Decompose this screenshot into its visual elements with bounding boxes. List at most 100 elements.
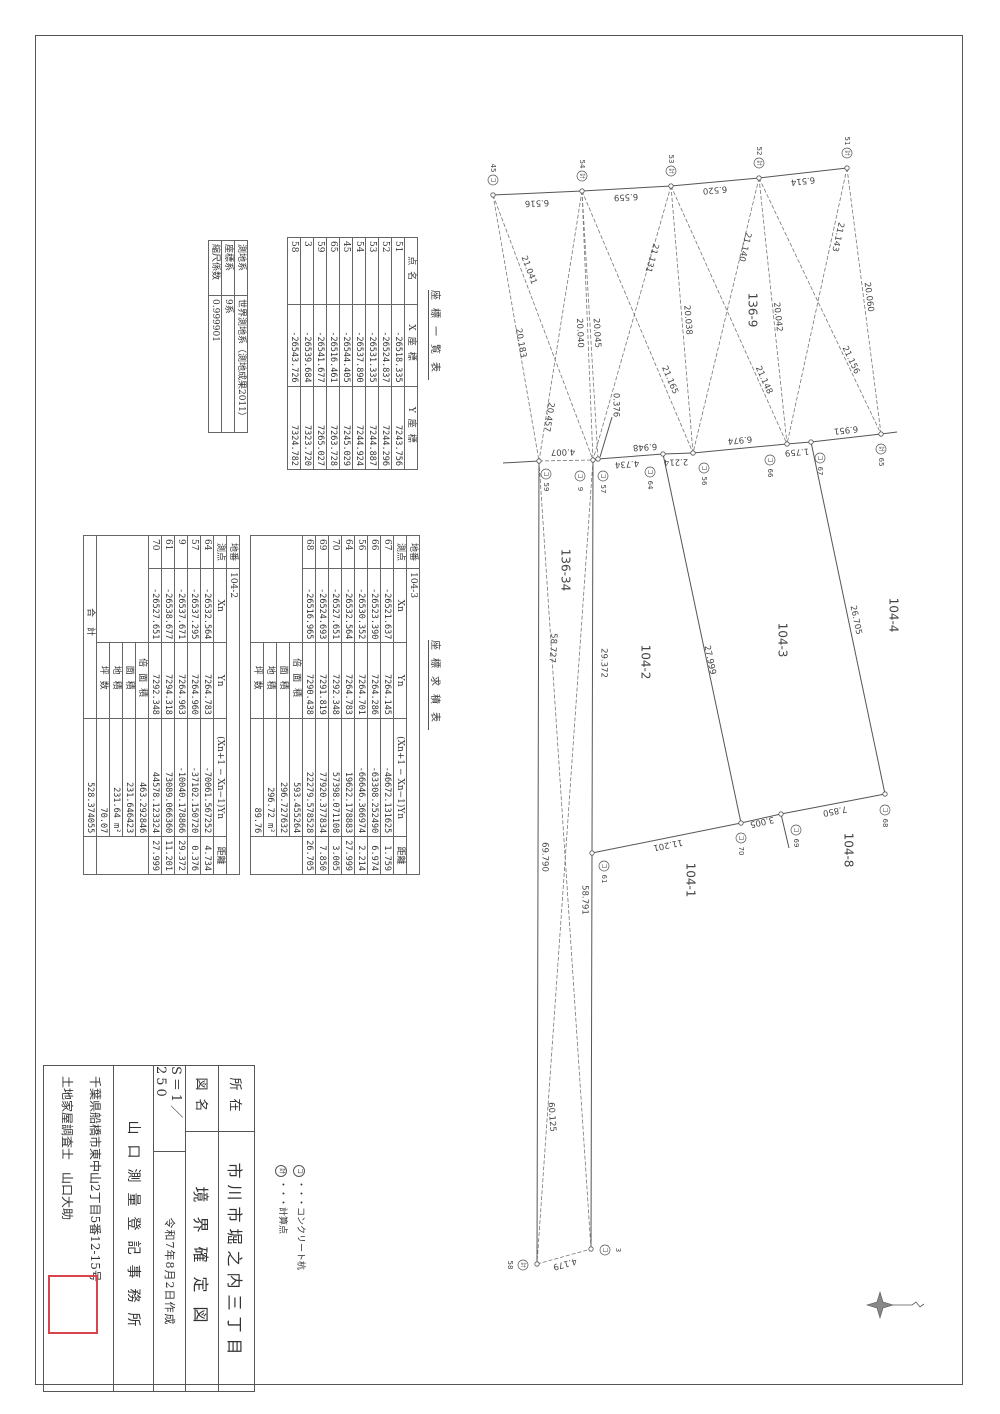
survey-point [590, 457, 596, 463]
north-arrow-icon [865, 1290, 895, 1320]
survey-point [784, 441, 790, 447]
distance-label: 6.559 [614, 191, 639, 202]
survey-point [882, 791, 888, 797]
survey-point [756, 175, 762, 181]
distance-label: 60.125 [546, 1102, 558, 1132]
distance-label: 21.148 [753, 365, 774, 396]
survey-point [668, 183, 674, 189]
distance-label: 6.516 [525, 197, 550, 208]
marker-glyph: コ [600, 473, 607, 479]
tie-line [758, 177, 882, 435]
distance-label: 20.042 [771, 302, 784, 333]
survey-point [490, 192, 496, 198]
marker-glyph: 計 [878, 446, 886, 452]
boundary-line [591, 822, 742, 854]
concrete-marker-icon [487, 174, 499, 186]
boundary-line [590, 852, 593, 1250]
distance-label: 3.005 [749, 814, 775, 829]
survey-point [778, 811, 784, 817]
concrete-marker-icon [879, 804, 891, 816]
concrete-marker-icon [599, 1244, 611, 1256]
parcel-label: 136-34 [559, 549, 573, 592]
boundary-line [502, 460, 540, 464]
marker-glyph: 計 [579, 173, 587, 179]
point-number: 66 [766, 469, 774, 478]
survey-point [844, 165, 850, 171]
survey-point [588, 1246, 594, 1252]
calc-point-marker-icon [841, 147, 853, 159]
concrete-marker-icon [814, 452, 826, 464]
boundary-line [599, 416, 613, 458]
boundary-line [670, 177, 760, 187]
parcel-label: 104-3 [776, 623, 790, 658]
point-number: 53 [667, 155, 675, 164]
concrete-marker-icon [698, 462, 710, 474]
boundary-line [597, 453, 664, 460]
distance-label: 4.179 [552, 1255, 578, 1271]
distance-label: 20.038 [681, 305, 693, 335]
survey-point [595, 456, 601, 462]
tie-line [670, 185, 694, 454]
marker-glyph: 計 [844, 150, 852, 156]
boundary-line [591, 459, 594, 854]
distance-label: 27.999 [702, 645, 718, 676]
calc-point-marker-icon [875, 443, 887, 455]
concrete-marker-icon [764, 454, 776, 466]
boundary-line [662, 453, 742, 824]
point-number: 56 [700, 477, 708, 486]
marker-glyph: 計 [668, 168, 676, 174]
point-number: 59 [542, 483, 550, 492]
point-number: 68 [881, 819, 889, 828]
tie-line [758, 177, 788, 445]
survey-point [808, 439, 814, 445]
distance-label: 21.143 [829, 221, 845, 252]
distance-label: 4.734 [614, 458, 639, 470]
parcel-label: 104-4 [887, 598, 901, 633]
distance-label: 21.131 [643, 242, 661, 273]
distance-label: 20.040 [574, 318, 585, 348]
marker-glyph: コ [647, 469, 654, 475]
distance-label: 20.060 [862, 282, 876, 313]
boundary-line [880, 431, 898, 435]
tie-line [492, 194, 594, 461]
concrete-marker-icon [597, 470, 609, 482]
marker-glyph: コ [817, 455, 824, 461]
tie-line [581, 190, 599, 460]
boundary-line [581, 185, 672, 192]
boundary-line [780, 793, 886, 815]
marker-glyph: コ [601, 863, 608, 869]
tie-line [846, 167, 882, 435]
distance-label: 26.705 [848, 605, 864, 636]
marker-glyph: コ [738, 835, 745, 841]
concrete-marker-icon [644, 466, 656, 478]
point-number: 45 [489, 164, 497, 173]
point-number: 61 [600, 875, 608, 884]
distance-label: 6.951 [833, 423, 858, 436]
point-number: 67 [816, 467, 824, 476]
boundary-line [492, 190, 583, 196]
distance-label: 11.201 [652, 837, 683, 853]
marker-glyph: コ [701, 465, 708, 471]
calc-point-marker-icon [665, 165, 677, 177]
marker-glyph: コ [882, 807, 889, 813]
marker-glyph: コ [543, 471, 550, 477]
distance-label: 7.850 [822, 803, 848, 817]
distance-label: 58.727 [546, 633, 558, 663]
distance-label: 21.156 [840, 345, 862, 376]
tie-line [581, 190, 594, 461]
tie-line [492, 194, 540, 462]
concrete-marker-icon [598, 860, 610, 872]
survey-point [536, 458, 542, 464]
distance-label: 0.376 [611, 393, 621, 417]
parcel-label: 104-1 [684, 863, 698, 898]
point-number: 52 [755, 147, 763, 156]
distance-label: 21.140 [736, 231, 753, 262]
survey-point [579, 188, 585, 194]
survey-point [690, 450, 696, 456]
point-number: 64 [646, 481, 654, 490]
calc-point-marker-icon [517, 1259, 529, 1271]
tie-line [786, 167, 848, 445]
tie-line [670, 185, 788, 445]
boundary-line [786, 441, 812, 445]
